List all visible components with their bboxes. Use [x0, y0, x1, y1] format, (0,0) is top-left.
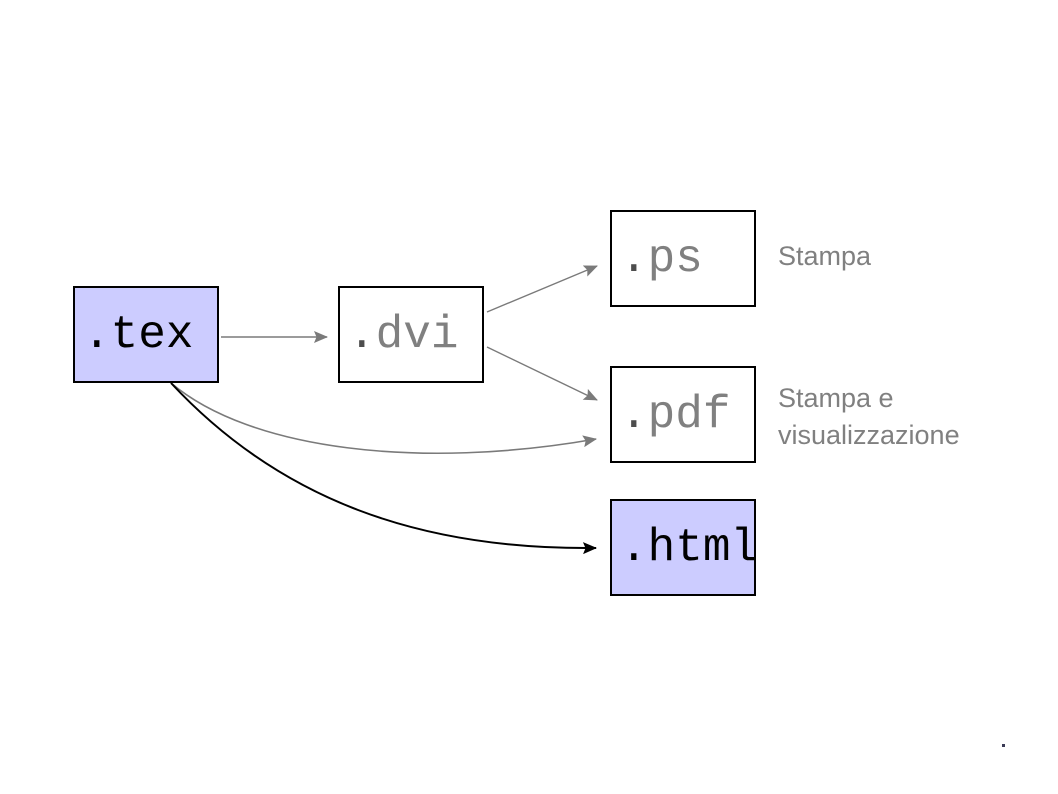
node-dvi[interactable]: .dvi [338, 286, 484, 383]
node-pdf-label: .pdf [620, 388, 731, 441]
annotation-stampa-e-visualizzazione: Stampa e visualizzazione [778, 383, 960, 450]
page-speck [1002, 744, 1005, 747]
edge-dvi-to-ps [486, 265, 598, 313]
node-pdf[interactable]: .pdf [610, 366, 756, 463]
edge-tex-to-html [170, 382, 597, 555]
annotation-stampa: Stampa [778, 241, 872, 271]
node-ps-label: .ps [620, 232, 703, 285]
node-html[interactable]: .html [610, 499, 759, 596]
edge-dvi-to-pdf [486, 346, 598, 401]
node-dvi-label: .dvi [348, 308, 459, 361]
node-ps[interactable]: .ps [610, 210, 756, 307]
node-html-label: .html [620, 521, 759, 574]
node-tex[interactable]: .tex [73, 286, 219, 383]
edge-tex-to-pdf [170, 382, 597, 455]
node-tex-label: .tex [83, 308, 194, 361]
